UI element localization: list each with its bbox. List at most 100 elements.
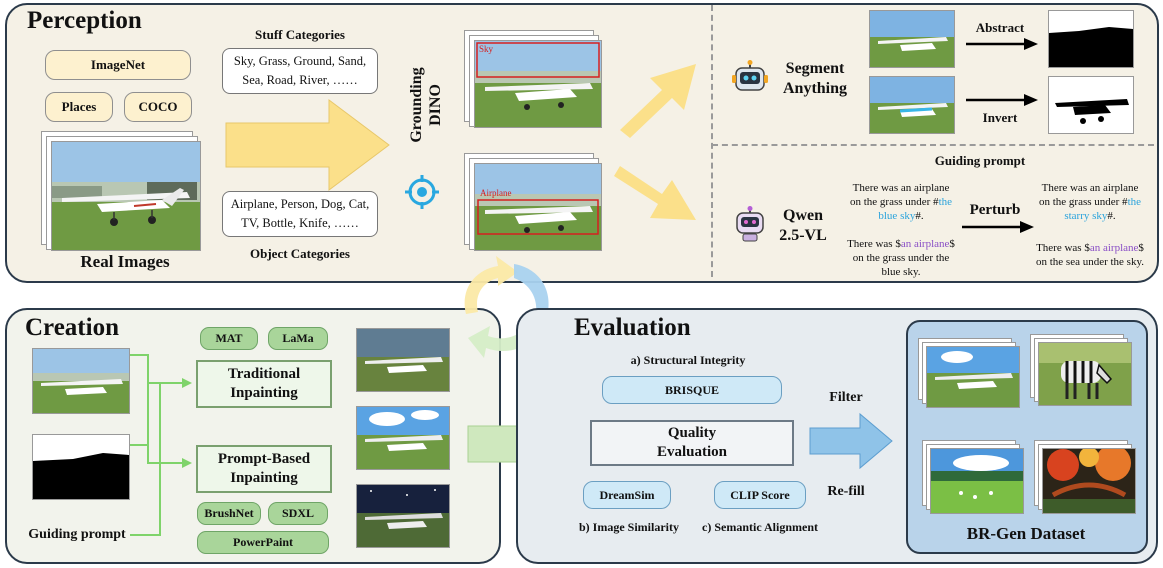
clip-score-pill: CLIP Score <box>714 481 806 509</box>
sam-invert-label: Invert <box>982 110 1018 125</box>
object-line-2: TV, Bottle, Knife, …… <box>241 216 359 230</box>
prompt-based-line-1: Prompt-Based <box>217 451 311 467</box>
qwen-guiding-prompt-label: Guiding prompt <box>934 153 1026 168</box>
prompt-original-2: There was $an airplane$ on the grass und… <box>836 237 966 279</box>
p2-line-a: There was $an airplane$ <box>836 237 966 251</box>
q1-line-c: starry sky#. <box>1024 209 1156 223</box>
p2-line-d: blue sky. <box>881 266 921 278</box>
q2-line-c: on the sea under the sky. <box>1035 256 1145 268</box>
q2-a-text: There was $ <box>1036 242 1090 254</box>
dataset-pill-places: Places <box>45 92 113 122</box>
perturb-label: Perturb <box>969 202 1021 218</box>
q1-c-text: starry sky <box>1064 210 1108 222</box>
p1-d-text: #. <box>915 210 924 222</box>
dataset-image-airplane <box>926 346 1020 408</box>
filter-label: Filter <box>829 390 863 405</box>
refill-label: Re-fill <box>827 484 865 499</box>
dataset-label: BR-Gen Dataset <box>966 524 1086 543</box>
arrow-invert <box>966 94 1038 106</box>
sam-line-1: Segment <box>785 60 845 77</box>
sam-input-image-1 <box>869 10 955 68</box>
detection-sky-image: Sky <box>474 40 602 128</box>
inpainted-result-1 <box>356 328 450 392</box>
stuff-categories-box: Sky, Grass, Ground, Sand, Sea, Road, Riv… <box>222 48 378 94</box>
grounding-line-2: DINO <box>427 84 444 126</box>
q1-b-text: on the grass under # <box>1038 196 1128 208</box>
creation-connector-lines <box>130 354 192 536</box>
robot-icon <box>732 60 768 91</box>
arrow-to-qwen <box>614 166 696 220</box>
p1-line-b: on the grass under #the <box>836 195 966 209</box>
p1-c-text: blue sky <box>878 210 916 222</box>
dataset-pill-coco: COCO <box>124 92 192 122</box>
traditional-line-1: Traditional <box>227 366 301 382</box>
creation-guiding-prompt: Guiding prompt <box>28 527 126 542</box>
real-image-airplane <box>51 141 201 251</box>
tag-sdxl: SDXL <box>268 502 328 525</box>
structural-integrity-label: a) Structural Integrity <box>630 353 746 367</box>
image-similarity-label: b) Image Similarity <box>579 520 679 534</box>
p1-line-a: There was an airplane <box>852 182 950 194</box>
det-label-sky: Sky <box>479 44 494 54</box>
dreamsim-pill: DreamSim <box>583 481 671 509</box>
q1-line-b: on the grass under #the <box>1024 195 1156 209</box>
tag-brushnet: BrushNet <box>197 502 261 525</box>
qwen-label: Qwen 2.5-VL <box>770 206 836 246</box>
object-categories-heading: Object Categories <box>250 246 350 261</box>
evaluation-title: Evaluation <box>574 314 691 341</box>
p1-b-text: on the grass under # <box>849 196 939 208</box>
p2-line-c: on the grass under the <box>852 252 950 264</box>
brisque-pill: BRISQUE <box>602 376 782 404</box>
sam-line-2: Anything <box>782 80 848 97</box>
arrow-abstract <box>966 38 1038 50</box>
q1-highlight: the <box>1127 196 1142 208</box>
dataset-image-autumn-bridge <box>1042 448 1136 514</box>
perception-flow-arrow <box>225 99 390 191</box>
prompt-original-1: There was an airplane on the grass under… <box>836 181 966 223</box>
stuff-line-1: Sky, Grass, Ground, Sand, <box>233 54 367 68</box>
real-images-label: Real Images <box>80 252 170 271</box>
object-categories-box: Airplane, Person, Dog, Cat, TV, Bottle, … <box>222 191 378 237</box>
sam-input-image-2 <box>869 76 955 134</box>
sam-label: Segment Anything <box>772 59 858 99</box>
inpainted-result-2 <box>356 406 450 470</box>
q1-line-a: There was an airplane <box>1041 182 1139 194</box>
tag-lama: LaMa <box>268 327 328 350</box>
q2-highlight: an airplane <box>1089 242 1139 254</box>
det-label-airplane: Airplane <box>480 188 512 198</box>
dashed-divider-horizontal <box>712 144 1154 146</box>
prompt-perturbed-1: There was an airplane on the grass under… <box>1024 181 1156 223</box>
qwen-line-1: Qwen <box>783 207 823 224</box>
traditional-line-2: Inpainting <box>230 385 298 401</box>
p2-b-text: $ <box>949 238 955 250</box>
semantic-alignment-label: c) Semantic Alignment <box>702 520 818 534</box>
p2-a-text: There was $ <box>847 238 901 250</box>
prompt-perturbed-2: There was $an airplane$ on the sea under… <box>1024 241 1156 269</box>
stuff-categories-heading: Stuff Categories <box>255 27 345 42</box>
tag-powerpaint: PowerPaint <box>197 531 329 554</box>
q1-d-text: #. <box>1107 210 1116 222</box>
dataset-pill-imagenet: ImageNet <box>45 50 191 80</box>
inpainted-result-3 <box>356 484 450 548</box>
detection-airplane-image: Airplane <box>474 163 602 251</box>
p1-line-c: blue sky#. <box>836 209 966 223</box>
object-line-1: Airplane, Person, Dog, Cat, <box>230 197 370 211</box>
prompt-based-line-2: Inpainting <box>230 470 298 486</box>
q2-b-text: $ <box>1138 242 1144 254</box>
target-icon <box>405 175 439 209</box>
grounding-line-1: Grounding <box>408 67 425 143</box>
p1-highlight: the <box>938 196 953 208</box>
sam-abstract-label: Abstract <box>975 20 1025 35</box>
mask-sky <box>1048 10 1134 68</box>
arrow-perturb <box>962 221 1034 233</box>
creation-input-image <box>32 348 130 414</box>
mask-airplane <box>1048 76 1134 134</box>
perception-title: Perception <box>27 7 142 34</box>
dataset-image-meadow <box>930 448 1024 514</box>
arrow-to-sam <box>620 64 696 138</box>
qwen-robot-icon <box>736 206 764 242</box>
dataset-image-zebra <box>1038 342 1132 406</box>
